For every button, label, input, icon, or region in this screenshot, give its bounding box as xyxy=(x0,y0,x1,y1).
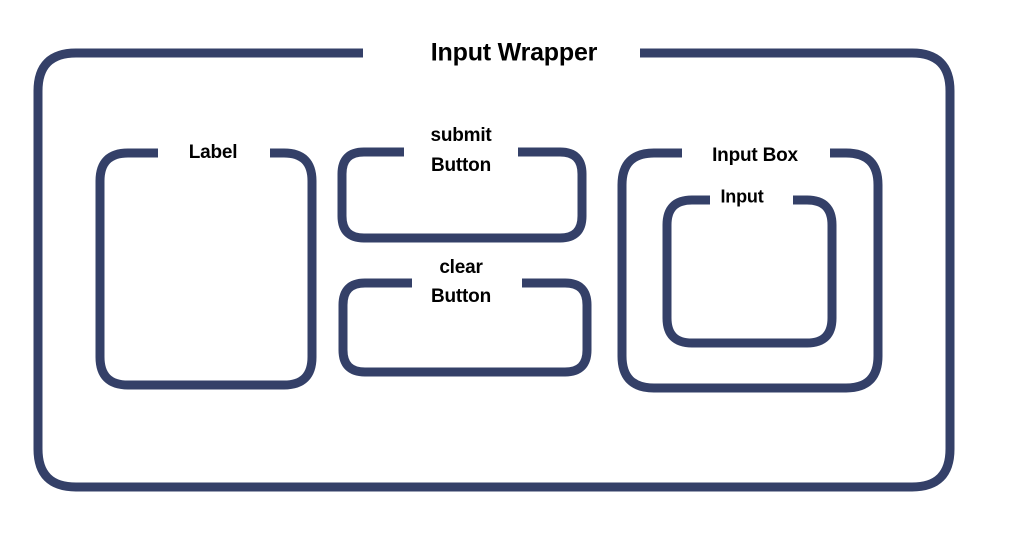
node-label-clear-button-line1: clear xyxy=(439,256,483,278)
box-outline-input xyxy=(662,195,837,348)
node-label-clear-button-line2: Button xyxy=(431,285,491,307)
node-label-input-wrapper: Input Wrapper xyxy=(430,38,598,67)
node-label-submit-button-line2: Button xyxy=(431,154,491,176)
box-outline-clear-button xyxy=(338,278,592,377)
box-outline-group xyxy=(33,48,955,492)
node-label-input-box: Input Box xyxy=(712,144,798,166)
node-label-input: Input xyxy=(720,186,764,207)
box-outline-label xyxy=(95,148,317,390)
box-outline-input-wrapper xyxy=(33,48,955,492)
box-outline-submit-button xyxy=(337,147,587,243)
box-outline-input-box xyxy=(617,148,883,393)
node-label-submit-button-line1: submit xyxy=(430,124,492,146)
node-label-label: Label xyxy=(188,141,238,163)
